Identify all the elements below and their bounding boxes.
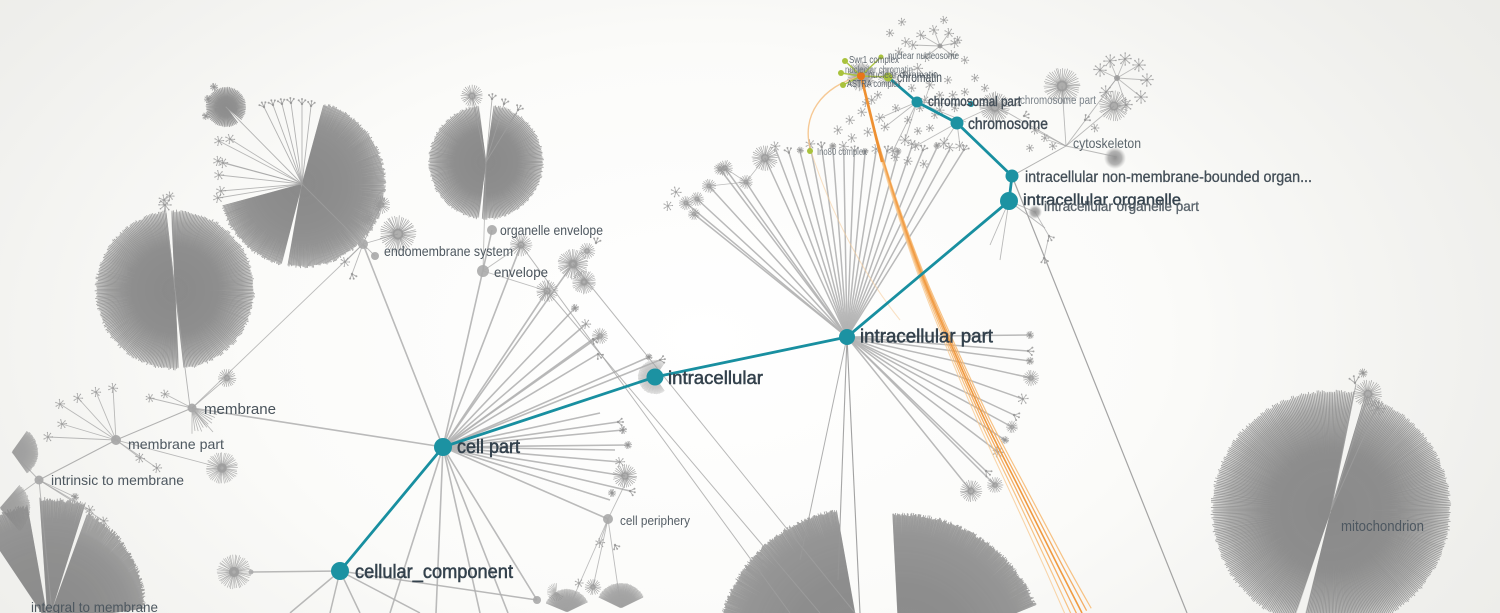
svg-text:Swr1 complex: Swr1 complex bbox=[849, 55, 899, 66]
svg-text:intrinsic to membrane: intrinsic to membrane bbox=[51, 472, 184, 488]
svg-text:organelle envelope: organelle envelope bbox=[500, 222, 603, 238]
svg-text:cytoskeleton: cytoskeleton bbox=[1073, 135, 1141, 151]
svg-text:intracellular organelle: intracellular organelle bbox=[1023, 192, 1181, 209]
svg-text:chromosomal part: chromosomal part bbox=[928, 93, 1021, 109]
svg-text:intracellular: intracellular bbox=[668, 368, 763, 388]
svg-text:membrane: membrane bbox=[204, 401, 276, 418]
svg-text:Ino80 complex: Ino80 complex bbox=[817, 147, 867, 158]
svg-text:cellular_component: cellular_component bbox=[355, 562, 514, 583]
svg-text:ASTRA complex: ASTRA complex bbox=[847, 79, 901, 90]
svg-text:mitochondrion: mitochondrion bbox=[1341, 519, 1424, 535]
svg-text:chromatin: chromatin bbox=[897, 70, 942, 85]
svg-text:nuclear chromatin: nuclear chromatin bbox=[868, 69, 938, 81]
svg-text:intracellular part: intracellular part bbox=[860, 327, 994, 348]
svg-text:membrane part: membrane part bbox=[128, 436, 224, 452]
svg-text:cell part: cell part bbox=[457, 437, 521, 458]
svg-text:integral to membrane: integral to membrane bbox=[31, 599, 158, 613]
svg-text:cell periphery: cell periphery bbox=[620, 513, 690, 528]
svg-text:nucleolar chromatin: nucleolar chromatin bbox=[845, 65, 913, 76]
svg-text:chromosome part: chromosome part bbox=[1020, 95, 1097, 107]
svg-text:nuclear nucleosome: nuclear nucleosome bbox=[888, 50, 959, 62]
svg-text:chromosome: chromosome bbox=[968, 116, 1048, 133]
svg-text:envelope: envelope bbox=[494, 264, 548, 280]
svg-text:endomembrane system: endomembrane system bbox=[384, 243, 513, 259]
svg-text:intracellular non-membrane-bou: intracellular non-membrane-bounded organ… bbox=[1025, 169, 1312, 186]
svg-text:intracellular organelle part: intracellular organelle part bbox=[1044, 198, 1199, 214]
